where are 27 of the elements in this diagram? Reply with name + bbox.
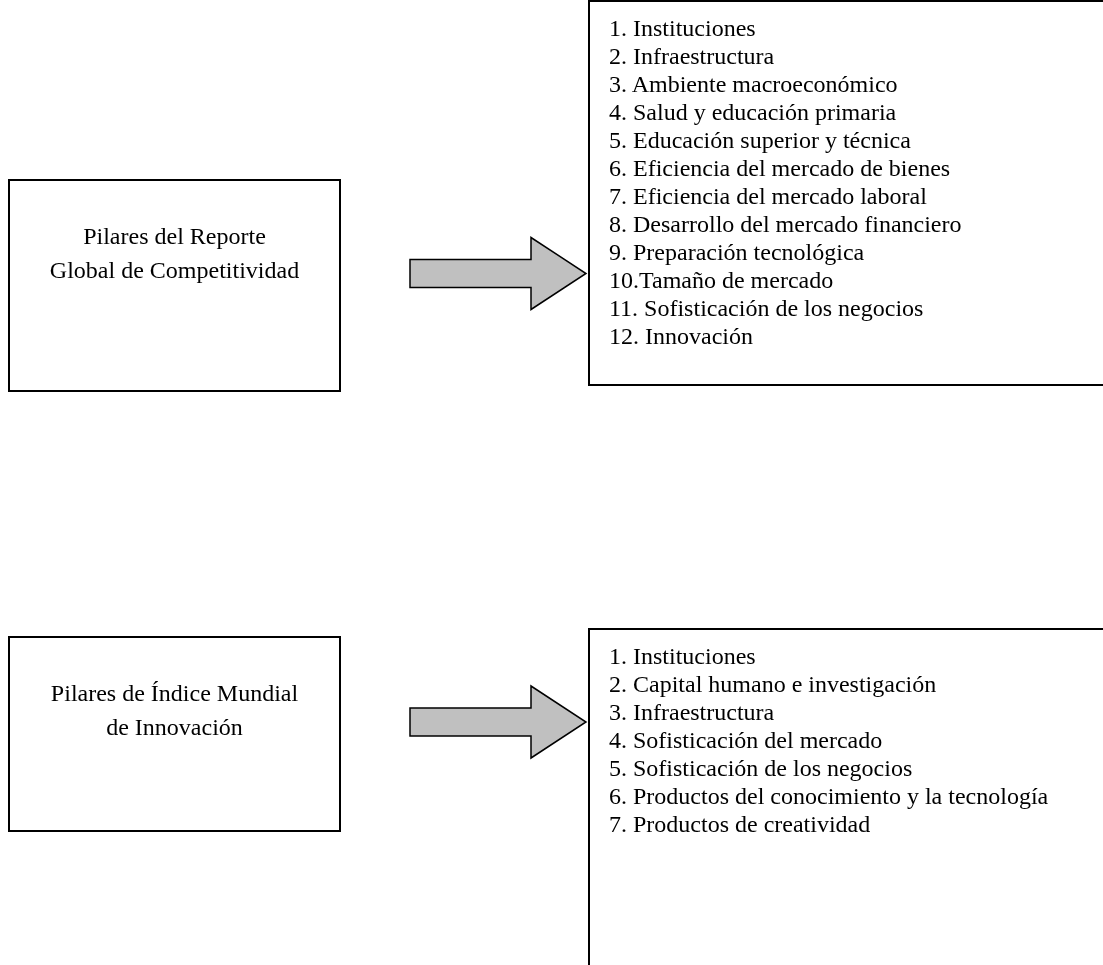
list-item: 2. Capital humano e investigación	[608, 670, 938, 698]
label-box	[8, 636, 341, 832]
list-item: 4. Sofisticación del mercado	[608, 726, 884, 754]
list-item: 1. Instituciones	[608, 14, 757, 42]
list-item: 3. Infraestructura	[608, 698, 776, 726]
list-item: 5. Educación superior y técnica	[608, 126, 912, 154]
list-box	[588, 628, 1103, 965]
list-item: 5. Sofisticación de los negocios	[608, 754, 914, 782]
list-box	[588, 0, 1103, 386]
list-item: 10.Tamaño de mercado	[608, 266, 835, 294]
list-item: 6. Productos del conocimiento y la tecnología	[608, 782, 1050, 810]
list-item: 12. Innovación	[608, 322, 754, 350]
list-item: 11. Sofisticación de los negocios	[608, 294, 925, 322]
list-item: 4. Salud y educación primaria	[608, 98, 898, 126]
list-item: 2. Infraestructura	[608, 42, 776, 70]
list-item: 8. Desarrollo del mercado financiero	[608, 210, 963, 238]
block-arrow	[409, 684, 588, 760]
label-box	[8, 179, 341, 392]
list-item: 7. Eficiencia del mercado laboral	[608, 182, 928, 210]
box-title: Pilares del Reporte Global de Competitividad	[49, 222, 300, 285]
list-item: 9. Preparación tecnológica	[608, 238, 866, 266]
list-item: 1. Instituciones	[608, 642, 757, 670]
list-item: 6. Eficiencia del mercado de bienes	[608, 154, 952, 182]
list-item: 7. Productos de creatividad	[608, 810, 872, 838]
list-item: 3. Ambiente macroeconómico	[608, 70, 899, 98]
box-title: Pilares de Índice Mundial de Innovación	[49, 679, 300, 742]
block-arrow	[409, 236, 588, 311]
